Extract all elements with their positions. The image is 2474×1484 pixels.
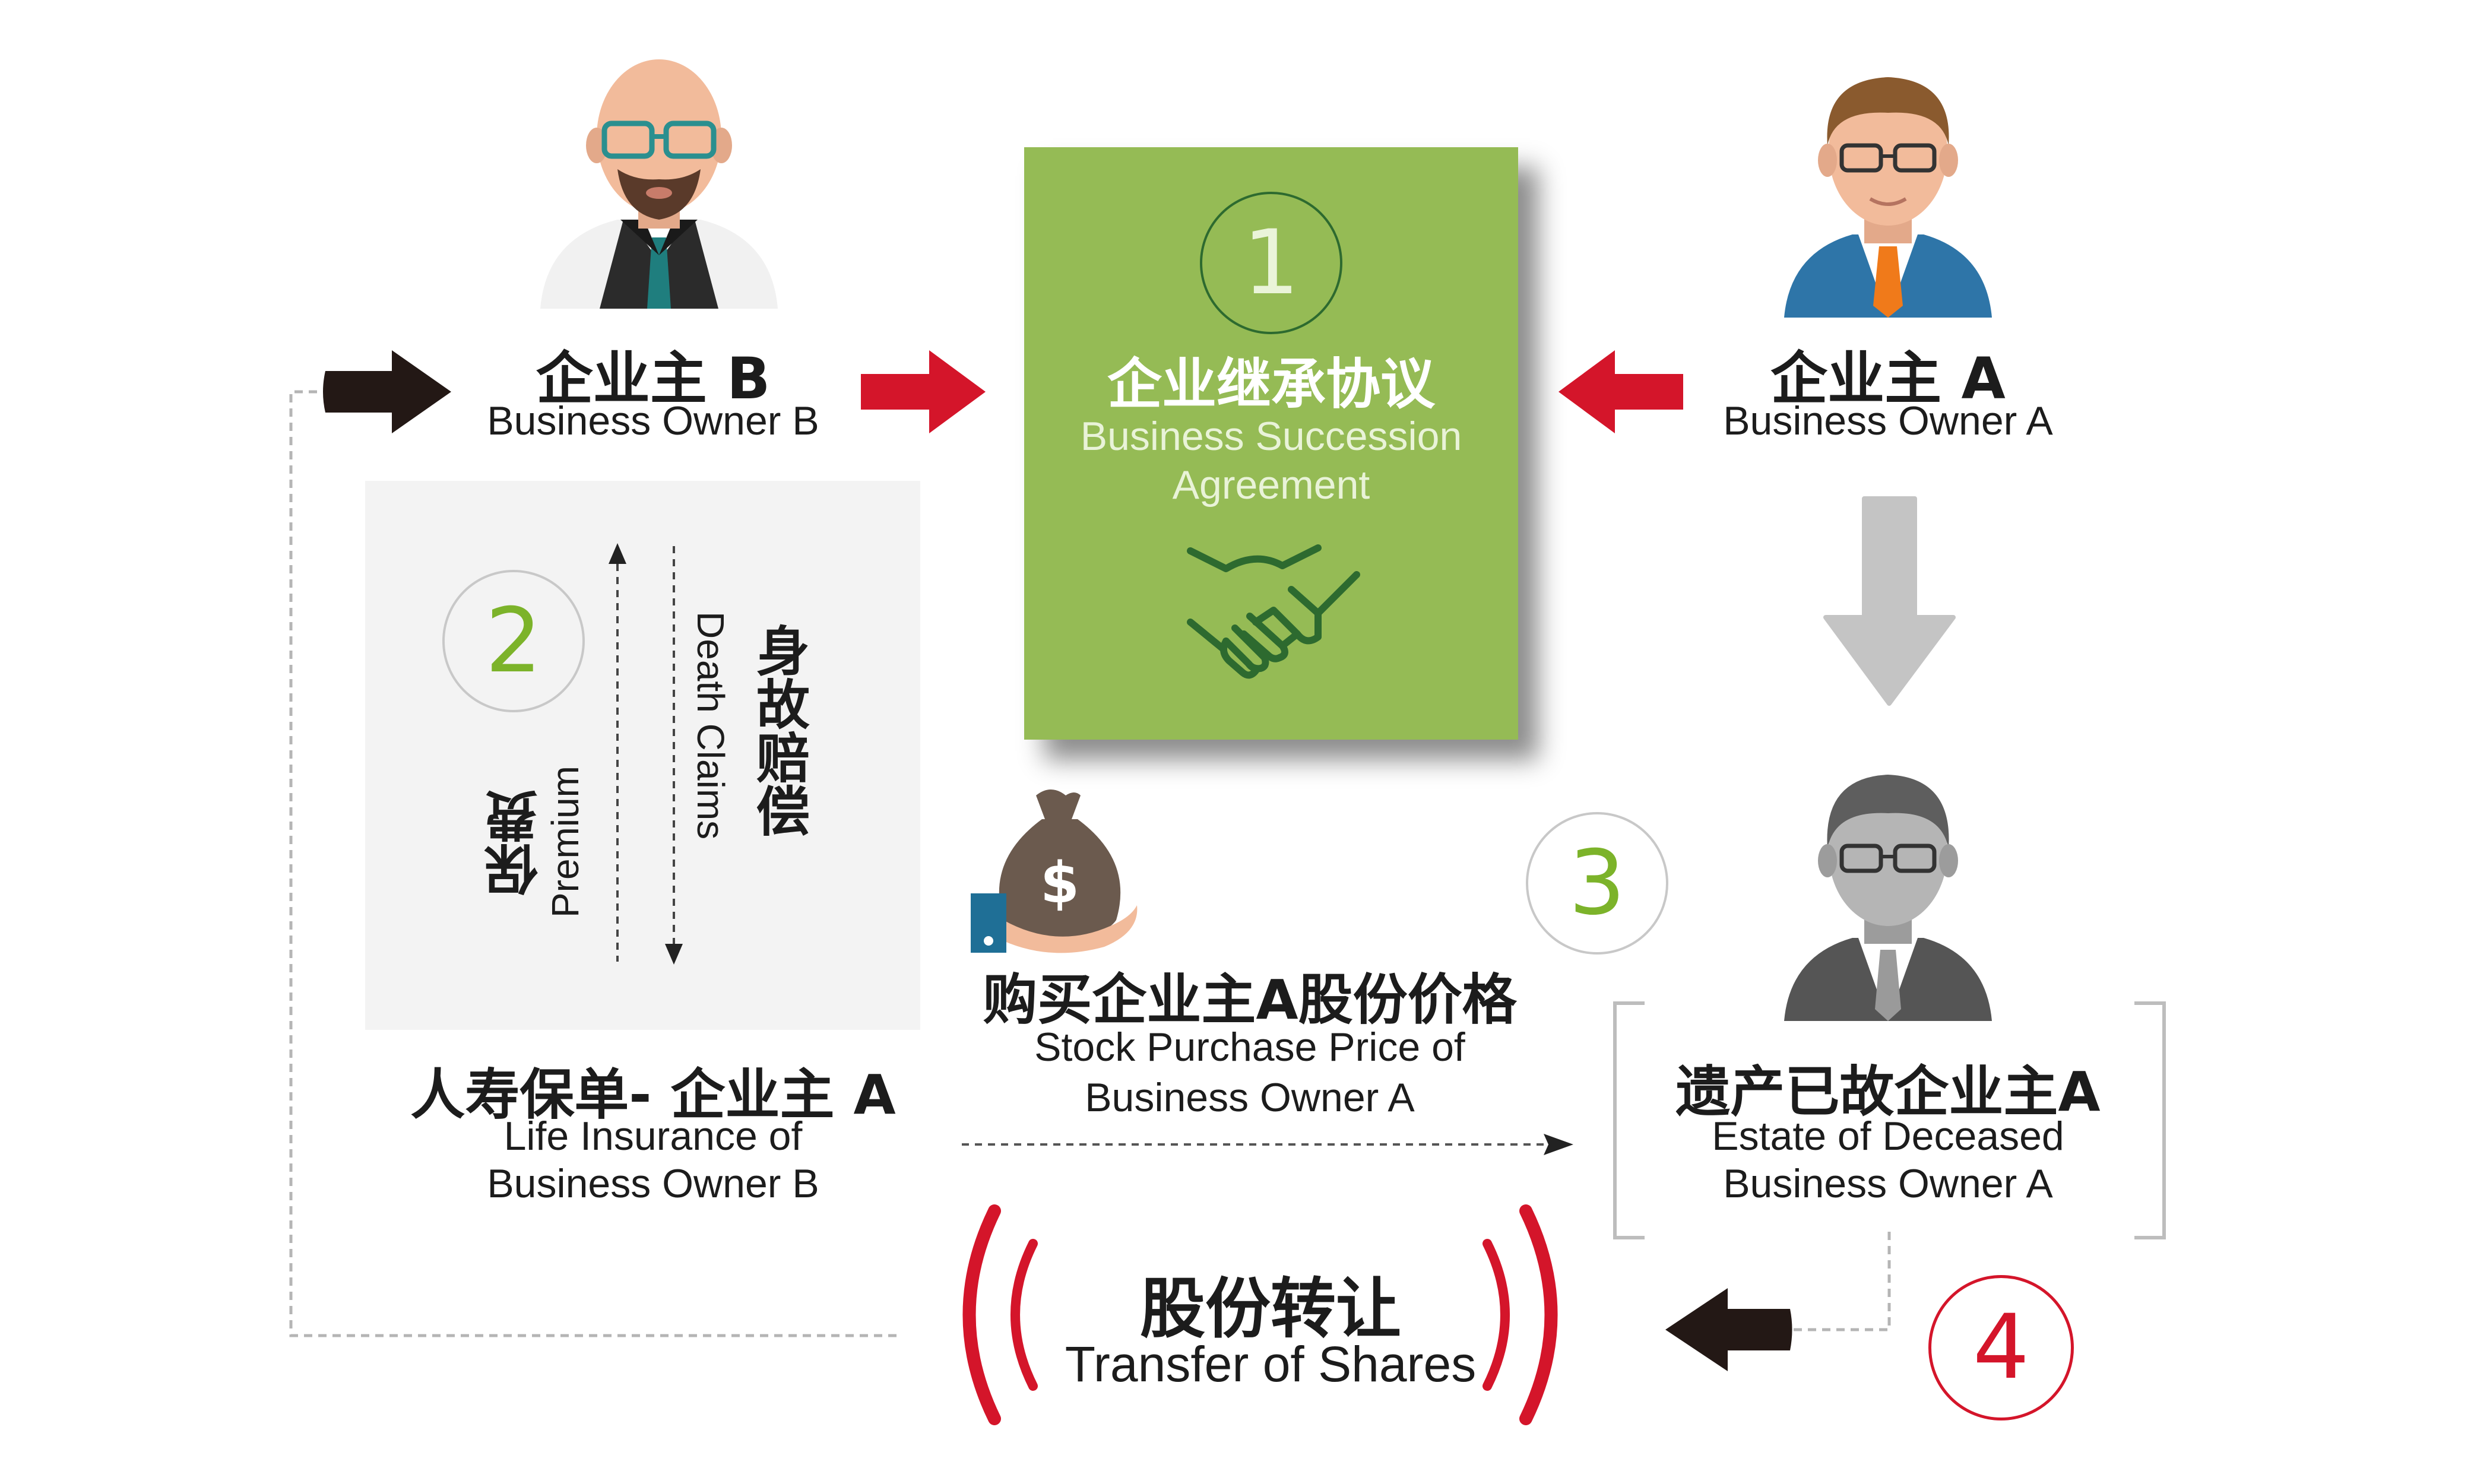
gray-arrow-down-icon xyxy=(1823,496,1956,706)
premium-en-label: Premium xyxy=(544,766,587,918)
estate-cn-label: 遗产已故企业主A xyxy=(1675,1060,2101,1124)
policy-cn-label: 人寿保单- 企业主 A xyxy=(410,1063,896,1127)
transfer-step-number: 4 xyxy=(1928,1275,2074,1420)
owner-b-cn-label: 企业主 B xyxy=(536,345,771,412)
agreement-en-line2: Agreement xyxy=(1172,462,1370,508)
insurance-step-number: 2 xyxy=(442,570,585,712)
purchase-en-line1: Stock Purchase Price of xyxy=(1034,1025,1465,1070)
death-claims-en-label: Death Claims xyxy=(689,611,732,840)
insurance-panel: 2 身故赔偿 Death Claims 保费 Premium xyxy=(365,481,920,1030)
owner-a-en-label: Business Owner A xyxy=(1723,398,2053,443)
dashed-estate-line xyxy=(1793,1232,1891,1331)
policy-en-line1: Life Insurance of xyxy=(503,1114,803,1159)
agreement-box: 1 企业继承协议 Business Succession Agreement xyxy=(1024,147,1518,740)
dark-arrow-left-icon xyxy=(1665,1288,1792,1371)
death-claims-cn-label: 身故赔偿 xyxy=(747,623,809,837)
purchase-en-line2: Business Owner A xyxy=(1085,1075,1415,1120)
agreement-en-line1: Business Succession xyxy=(1080,414,1462,459)
deceased-owner-avatar-icon xyxy=(1784,775,1992,1021)
estate-bracket-left xyxy=(1613,1001,1645,1239)
estate-step-number: 3 xyxy=(1526,812,1668,955)
policy-en-line2: Business Owner B xyxy=(487,1161,819,1206)
money-bag-hand-icon: $ xyxy=(971,789,1138,953)
purchase-cn-label: 购买企业主A股份价格 xyxy=(983,968,1517,1032)
red-arrow-right-icon xyxy=(861,350,986,433)
owner-b-avatar-icon xyxy=(540,59,778,309)
estate-bracket-right xyxy=(2134,1001,2166,1239)
estate-en-line1: Estate of Deceased xyxy=(1712,1114,2064,1159)
purchase-arrowhead-icon xyxy=(1544,1134,1573,1155)
signal-arcs-right-icon xyxy=(1483,1204,1558,1425)
dark-arrow-right-icon xyxy=(323,350,451,433)
signal-arcs-left-icon xyxy=(962,1204,1038,1425)
estate-en-line2: Business Owner A xyxy=(1723,1161,2053,1206)
owner-a-avatar-icon xyxy=(1784,77,1992,318)
agreement-cn-label: 企业继承协议 xyxy=(1107,353,1435,416)
transfer-en-label: Transfer of Shares xyxy=(1065,1336,1477,1392)
handshake-icon xyxy=(1187,544,1360,679)
owner-b-en-label: Business Owner B xyxy=(487,398,819,443)
svg-text:$: $ xyxy=(1040,851,1079,916)
owner-a-cn-label: 企业主 A xyxy=(1770,345,2006,412)
insurance-flow-arrows xyxy=(609,543,683,965)
red-arrow-left-icon xyxy=(1558,350,1683,433)
transfer-cn-label: 股份转让 xyxy=(1140,1271,1401,1347)
agreement-step-number: 1 xyxy=(1200,192,1342,334)
dashed-loop-line xyxy=(289,390,897,1337)
